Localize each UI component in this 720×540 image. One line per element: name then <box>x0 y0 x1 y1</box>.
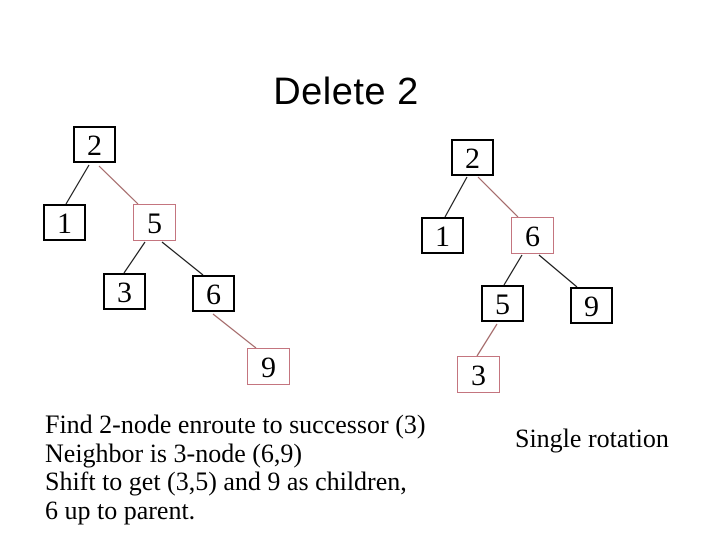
after-tree-node-9: 9 <box>570 287 613 324</box>
before-tree-node-3: 3 <box>103 273 146 310</box>
after-tree-node-3: 3 <box>457 356 500 393</box>
caption-line-2: Neighbor is 3-node (6,9) <box>45 438 303 468</box>
after-tree-node-1: 1 <box>421 217 464 254</box>
after-tree-node-6: 6 <box>511 217 554 254</box>
slide-title: Delete 2 <box>273 71 419 113</box>
after-tree-edge-6-5 <box>503 254 523 286</box>
caption-line-4: 6 up to parent. <box>45 495 196 525</box>
caption-line-3: Shift to get (3,5) and 9 as children, <box>45 467 407 496</box>
after-tree-edge-6-9 <box>538 254 578 288</box>
after-tree-node-2: 2 <box>451 139 494 176</box>
after-tree-edge-2-1 <box>444 176 468 218</box>
before-tree-edge-2-1 <box>65 164 90 205</box>
side-note-label: Single rotation <box>515 424 669 453</box>
before-tree-node-2: 2 <box>73 126 116 163</box>
before-tree-edge-5-6 <box>161 241 204 276</box>
before-tree-edge-2-5 <box>98 165 139 205</box>
after-tree-edge-5-3 <box>476 323 498 357</box>
after-tree-node-5: 5 <box>481 285 524 322</box>
before-tree-node-5: 5 <box>133 204 176 241</box>
after-tree-edge-2-6 <box>477 176 519 218</box>
before-tree-node-1: 1 <box>43 204 86 241</box>
caption-block: Find 2-node enroute to successor (3) Nei… <box>45 410 426 525</box>
caption-line-1: Find 2-node enroute to successor (3) <box>45 410 426 439</box>
before-tree-edge-6-9 <box>212 313 257 349</box>
before-tree-node-6: 6 <box>192 275 235 312</box>
before-tree-edge-5-3 <box>123 241 146 274</box>
before-tree-node-9: 9 <box>247 348 290 385</box>
